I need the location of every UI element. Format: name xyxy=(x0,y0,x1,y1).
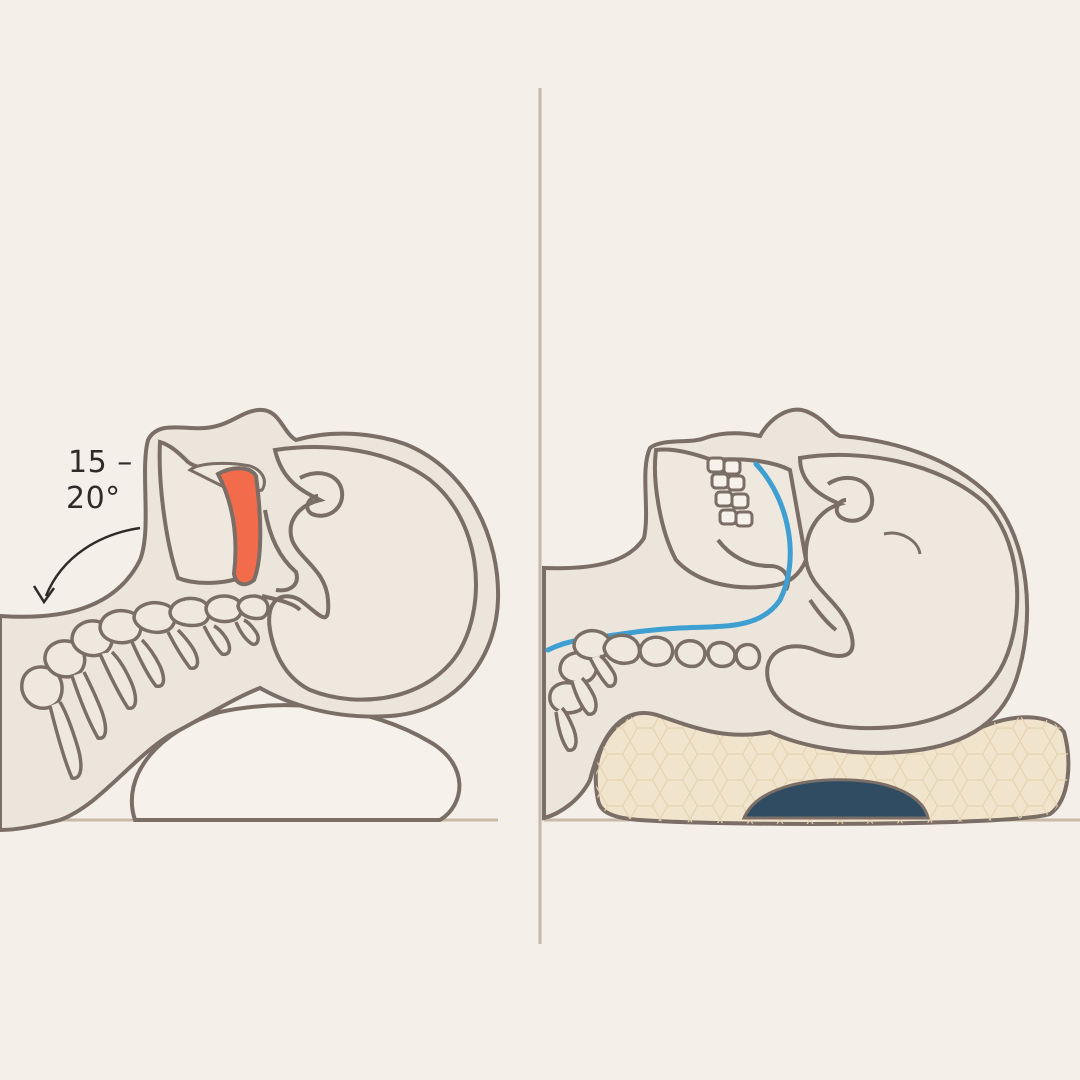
right-cranial-inner xyxy=(883,531,922,555)
right-skull-cranium xyxy=(765,452,1020,731)
left-spinous-process xyxy=(48,701,83,780)
right-vertebra xyxy=(706,640,737,669)
tooth xyxy=(726,474,746,492)
right-skull-base xyxy=(808,598,838,632)
tooth xyxy=(734,510,754,528)
tooth xyxy=(710,472,730,490)
left-spinous-process xyxy=(98,650,138,710)
tooth xyxy=(718,508,738,526)
left-cervical-spine xyxy=(20,594,270,780)
right-vertebra xyxy=(734,642,762,671)
left-spinous-process xyxy=(234,618,260,647)
angle-arrowhead xyxy=(32,585,56,605)
right-teeth xyxy=(706,456,754,528)
tooth xyxy=(722,458,742,476)
angle-arrow xyxy=(44,526,141,597)
right-orbit xyxy=(826,475,875,523)
left-vertebra xyxy=(20,665,64,710)
collapsed-airway xyxy=(215,466,263,587)
left-skull-base xyxy=(261,594,302,612)
tooth xyxy=(714,490,734,508)
right-vertebra xyxy=(638,635,675,667)
left-panel-incorrect-posture xyxy=(0,407,501,833)
left-spinous-process xyxy=(166,628,200,671)
left-spinous-process xyxy=(70,671,108,740)
right-spinous-process xyxy=(554,706,578,752)
left-vertebra xyxy=(236,594,270,621)
pillow-support-core xyxy=(741,778,930,820)
left-vertebra xyxy=(168,596,211,628)
angle-label-line-2: 20° xyxy=(66,481,121,516)
left-vertebra xyxy=(204,594,244,624)
left-mandible-ramus xyxy=(263,509,299,593)
right-panel-correct-posture xyxy=(542,407,1080,826)
left-spinous-process xyxy=(202,624,232,657)
right-vertebra xyxy=(674,638,707,669)
angle-label-line-1: 15 – xyxy=(68,445,133,480)
right-spinous-process xyxy=(588,654,618,688)
right-spinous-process xyxy=(570,676,598,716)
left-skull-cranium xyxy=(267,445,478,702)
left-spinous-process xyxy=(130,638,166,689)
tooth xyxy=(706,456,726,474)
right-vertebra xyxy=(602,633,642,665)
pillow-hex-texture xyxy=(595,708,1069,824)
tooth xyxy=(730,492,750,510)
right-cervical-spine xyxy=(548,629,762,752)
left-orbit xyxy=(299,471,345,518)
left-vertebra xyxy=(132,601,177,635)
